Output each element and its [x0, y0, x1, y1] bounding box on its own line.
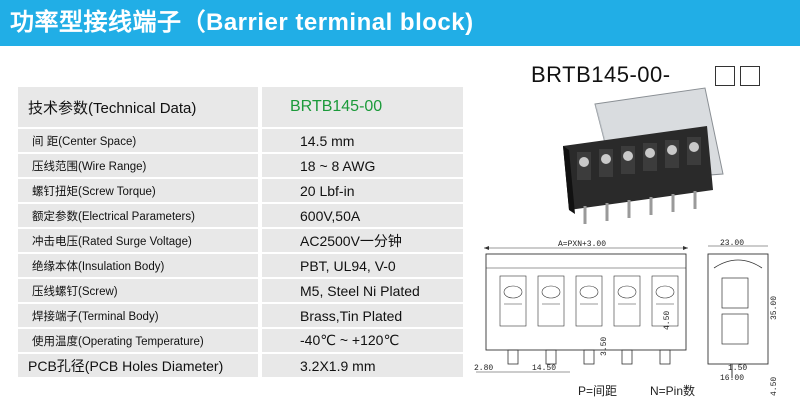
spec-header-row: 技术参数(Technical Data) BRTB145-00 [18, 86, 463, 128]
spec-value: Brass,Tin Plated [262, 303, 463, 328]
spec-label: 额定参数(Electrical Parameters) [18, 203, 258, 228]
spec-row: PCB孔径(PCB Holes Diameter) 3.2X1.9 mm [18, 353, 463, 378]
front-view-outline [485, 253, 687, 351]
spec-label: 绝缘本体(Insulation Body) [18, 253, 258, 278]
spec-label: 螺钉扭矩(Screw Torque) [18, 178, 258, 203]
dim-side-b-label: 16.00 [720, 374, 744, 383]
spec-label: 使用温度(Operating Temperature) [18, 328, 258, 353]
spec-value: 14.5 mm [262, 128, 463, 153]
dim-height-label: 35.00 [770, 296, 779, 320]
product-photo [563, 87, 724, 224]
spec-value: PBT, UL94, V-0 [262, 253, 463, 278]
legend-pin-count: N=Pin数 [650, 383, 695, 398]
spec-value: 600V,50A [262, 203, 463, 228]
spec-row: 压线螺钉(Screw) M5, Steel Ni Plated [18, 278, 463, 303]
spec-value: AC2500V一分钟 [262, 228, 463, 253]
side-view-outline [707, 253, 769, 365]
spec-header-label: 技术参数(Technical Data) [18, 86, 258, 128]
dim-bottom-right-label: 4.50 [770, 377, 779, 396]
dim-pin-offset-label: 3.50 [600, 337, 609, 356]
terminal-screws [577, 137, 701, 180]
front-view-cells [499, 275, 679, 327]
spec-table: 技术参数(Technical Data) BRTB145-00 间 距(Cent… [18, 86, 463, 378]
spec-label: 间 距(Center Space) [18, 128, 258, 153]
dim-side-a-label: 1.50 [728, 364, 747, 373]
option-checkbox-2[interactable] [740, 66, 760, 86]
spec-header-value: BRTB145-00 [262, 86, 463, 128]
technical-drawing: A=PXN+3.00 4.50 [474, 239, 779, 398]
dim-width-label: 23.00 [720, 239, 744, 248]
spec-label: 冲击电压(Rated Surge Voltage) [18, 228, 258, 253]
block-side [563, 146, 575, 214]
spec-label: PCB孔径(PCB Holes Diameter) [18, 353, 258, 378]
spec-value: M5, Steel Ni Plated [262, 278, 463, 303]
model-code-row: BRTB145-00- [531, 62, 760, 92]
spec-value: -40℃ ~ +120℃ [262, 328, 463, 353]
spec-row: 压线范围(Wire Range) 18 ~ 8 AWG [18, 153, 463, 178]
spec-row: 螺钉扭矩(Screw Torque) 20 Lbf-in [18, 178, 463, 203]
front-view-pins [507, 349, 671, 365]
legend-pitch: P=间距 [578, 384, 617, 398]
dim-overall-label: A=PXN+3.00 [558, 240, 606, 249]
spec-row: 绝缘本体(Insulation Body) PBT, UL94, V-0 [18, 253, 463, 278]
pcb-pins [583, 191, 697, 224]
option-checkbox-1[interactable] [715, 66, 735, 86]
spec-label: 焊接端子(Terminal Body) [18, 303, 258, 328]
dim-pin-height-label: 4.50 [663, 311, 672, 330]
spec-value: 20 Lbf-in [262, 178, 463, 203]
spec-row: 冲击电压(Rated Surge Voltage) AC2500V一分钟 [18, 228, 463, 253]
spec-row: 间 距(Center Space) 14.5 mm [18, 128, 463, 153]
spec-value: 18 ~ 8 AWG [262, 153, 463, 178]
spec-value: 3.2X1.9 mm [262, 353, 463, 378]
spec-row: 额定参数(Electrical Parameters) 600V,50A [18, 203, 463, 228]
dim-pitch-label: 14.50 [532, 364, 556, 373]
spec-row: 焊接端子(Terminal Body) Brass,Tin Plated [18, 303, 463, 328]
spec-row: 使用温度(Operating Temperature) -40℃ ~ +120℃ [18, 328, 463, 353]
model-code: BRTB145-00- [531, 62, 671, 87]
dim-left-edge-label: 2.80 [474, 364, 493, 373]
page-banner-title: 功率型接线端子（Barrier terminal block) [0, 0, 800, 46]
spec-label: 压线螺钉(Screw) [18, 278, 258, 303]
spec-label: 压线范围(Wire Range) [18, 153, 258, 178]
